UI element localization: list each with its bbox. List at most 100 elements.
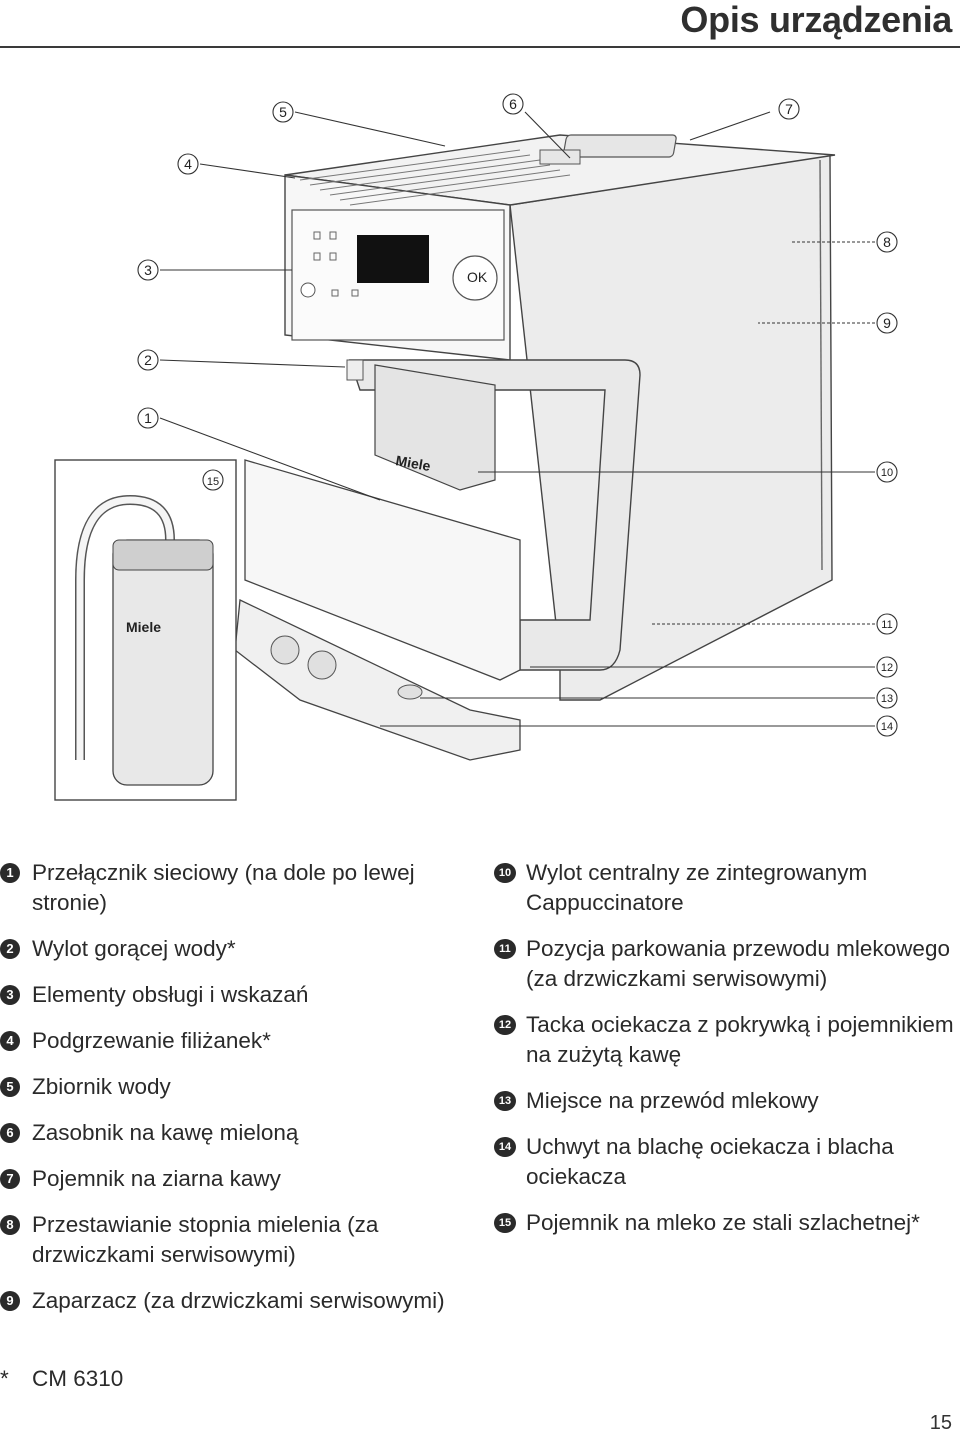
callout-6-label: 6	[509, 96, 517, 112]
drip-tray	[234, 459, 521, 761]
outlet-brand-text: Miele	[394, 452, 431, 474]
legend-item-13: 13 Miejsce na przewód mlekowy	[494, 1086, 960, 1116]
callout-13-label: 13	[881, 693, 893, 705]
legend-number: 6	[0, 1123, 20, 1143]
legend-left-column: 1 Przełącznik sieciowy (na dole po lewej …	[0, 858, 455, 1332]
callout-6	[502, 93, 524, 115]
navigation-ring	[452, 255, 498, 301]
hot-water-spout	[346, 359, 364, 381]
legend-number: 15	[494, 1213, 516, 1233]
control-panel: OK	[291, 209, 505, 341]
cup-warmer-grill	[299, 149, 571, 206]
callout-8-label: 8	[883, 234, 891, 250]
footnote-text: CM 6310	[32, 1366, 124, 1391]
coffee-machine-diagram: OK Miele	[0, 60, 960, 850]
legend-item-12: 12 Tacka ociekacza z pokrywką i pojemniki…	[494, 1010, 960, 1070]
callout-2-label: 2	[144, 352, 152, 368]
legend-item-14: 14 Uchwyt na blachę ociekacza i blacha oc…	[494, 1132, 960, 1192]
legend-text: Pojemnik na ziarna kawy	[32, 1166, 281, 1191]
legend-text: Pozycja parkowania przewodu mlekowego (z…	[526, 936, 950, 991]
callout-4	[177, 153, 199, 175]
bean-container-lid	[562, 134, 677, 158]
callout-7	[778, 98, 800, 120]
legend-text: Przełącznik sieciowy (na dole po lewej s…	[32, 860, 415, 915]
legend-text: Miejsce na przewód mlekowy	[526, 1088, 819, 1113]
callout-9	[876, 312, 898, 334]
legend-item-7: 7 Pojemnik na ziarna kawy	[0, 1164, 455, 1194]
legend-text: Zasobnik na kawę mieloną	[32, 1120, 299, 1145]
legend-text: Tacka ociekacza z pokrywką i pojemnikiem…	[526, 1012, 954, 1067]
legend-item-9: 9 Zaparzacz (za drzwiczkami serwisowymi)	[0, 1286, 455, 1316]
callout-10-label: 10	[881, 467, 893, 479]
milk-container-brand-text: Miele	[126, 619, 161, 635]
legend-item-8: 8 Przestawianie stopnia mielenia (za drzw…	[0, 1210, 455, 1270]
legend-text: Pojemnik na mleko ze stali szlachetnej*	[526, 1210, 920, 1235]
legend-item-6: 6 Zasobnik na kawę mieloną	[0, 1118, 455, 1148]
callout-14-label: 14	[881, 721, 893, 733]
milk-container	[112, 539, 214, 786]
callout-8	[876, 231, 898, 253]
legend-number: 4	[0, 1031, 20, 1051]
callout-5	[272, 101, 294, 123]
legend-item-15: 15 Pojemnik na mleko ze stali szlachetnej…	[494, 1208, 960, 1238]
callout-15	[202, 469, 224, 491]
callout-3-label: 3	[144, 262, 152, 278]
legend-item-2: 2 Wylot gorącej wody*	[0, 934, 455, 964]
legend-text: Wylot gorącej wody*	[32, 936, 236, 961]
legend-number: 2	[0, 939, 20, 959]
legend-text: Przestawianie stopnia mielenia (za drzwi…	[32, 1212, 379, 1267]
legend-item-5: 5 Zbiornik wody	[0, 1072, 455, 1102]
callout-7-label: 7	[785, 101, 793, 117]
callout-11-label: 11	[881, 619, 892, 631]
power-button	[300, 282, 316, 298]
footnote: * CM 6310	[0, 1366, 123, 1392]
legend-number: 12	[494, 1015, 516, 1035]
callout-2	[137, 349, 159, 371]
legend-number: 11	[494, 939, 516, 959]
legend-number: 5	[0, 1077, 20, 1097]
page-number: 15	[929, 1412, 952, 1434]
callout-11	[876, 613, 898, 635]
callout-1-label: 1	[144, 410, 152, 426]
callout-3	[137, 259, 159, 281]
legend-number: 14	[494, 1137, 516, 1157]
legend-right-column: 10 Wylot centralny ze zintegrowanym Cappu…	[494, 858, 960, 1254]
callout-14	[876, 715, 898, 737]
callout-markers	[137, 93, 898, 737]
legend-text: Wylot centralny ze zintegrowanym Cappucc…	[526, 860, 868, 915]
legend-item-4: 4 Podgrzewanie filiżanek*	[0, 1026, 455, 1056]
legend-number: 3	[0, 985, 20, 1005]
page-title: Opis urządzenia	[680, 0, 952, 40]
legend-text: Elementy obsługi i wskazań	[32, 982, 309, 1007]
callout-12-label: 12	[881, 662, 893, 674]
milk-container-frame: Miele	[54, 459, 237, 801]
display-screen	[357, 235, 429, 283]
footnote-marker: *	[0, 1366, 9, 1391]
callout-1	[137, 407, 159, 429]
legend-text: Zaparzacz (za drzwiczkami serwisowymi)	[32, 1288, 445, 1313]
ground-coffee-lid	[539, 149, 581, 165]
legend-text: Zbiornik wody	[32, 1074, 171, 1099]
callout-9-label: 9	[883, 315, 891, 331]
legend-number: 13	[494, 1091, 516, 1111]
callout-13	[876, 687, 898, 709]
legend-number: 8	[0, 1215, 20, 1235]
legend-number: 1	[0, 863, 20, 883]
callout-12	[876, 656, 898, 678]
callout-5-label: 5	[279, 104, 287, 120]
legend-item-1: 1 Przełącznik sieciowy (na dole po lewej …	[0, 858, 455, 918]
header-divider	[0, 46, 960, 48]
legend-text: Podgrzewanie filiżanek*	[32, 1028, 271, 1053]
legend-item-10: 10 Wylot centralny ze zintegrowanym Cappu…	[494, 858, 960, 918]
central-outlet: Miele	[374, 364, 496, 491]
legend-text: Uchwyt na blachę ociekacza i blacha ocie…	[526, 1134, 894, 1189]
ok-button-label: OK	[467, 269, 488, 285]
legend-number: 7	[0, 1169, 20, 1189]
legend-item-11: 11 Pozycja parkowania przewodu mlekowego …	[494, 934, 960, 994]
callout-15-label: 15	[207, 476, 219, 488]
callout-4-label: 4	[184, 156, 192, 172]
legend-number: 9	[0, 1291, 20, 1311]
legend-number: 10	[494, 863, 516, 883]
legend-item-3: 3 Elementy obsługi i wskazań	[0, 980, 455, 1010]
callout-10	[876, 461, 898, 483]
